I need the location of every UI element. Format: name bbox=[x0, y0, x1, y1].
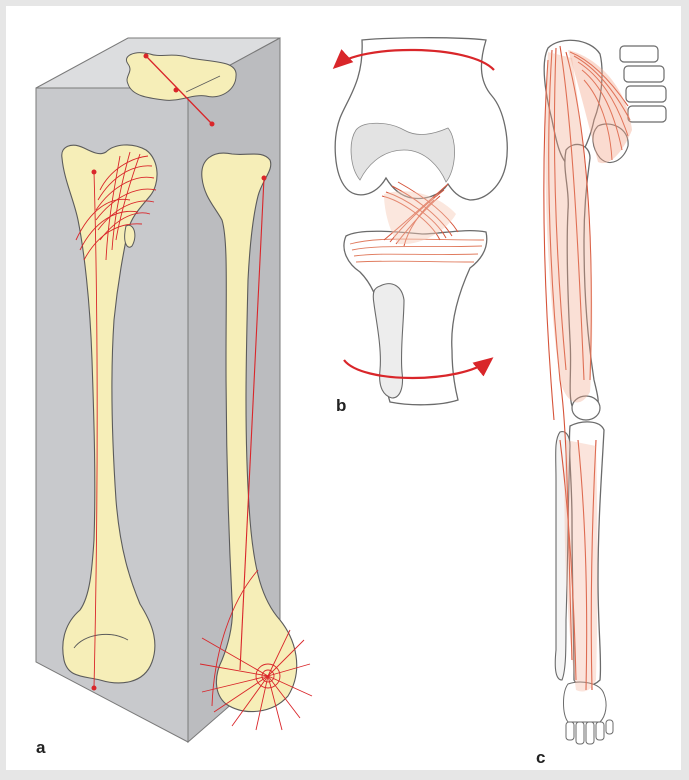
panel-label-b: b bbox=[336, 396, 346, 416]
panel-c-illustration bbox=[544, 40, 666, 744]
panel-label-a: a bbox=[36, 738, 45, 758]
femur-distal-point bbox=[92, 686, 97, 691]
top-point-2 bbox=[174, 88, 179, 93]
panel-a-illustration bbox=[36, 38, 312, 742]
knee-fibula bbox=[373, 284, 404, 398]
femur-head-point bbox=[92, 170, 97, 175]
top-point-3 bbox=[210, 122, 215, 127]
femur-lesser-trochanter bbox=[125, 225, 135, 247]
panel-label-c: c bbox=[536, 748, 545, 768]
shin-muscle-band bbox=[564, 440, 597, 692]
top-point-1 bbox=[144, 54, 149, 59]
leg-foot bbox=[564, 682, 614, 744]
panel-b-illustration bbox=[335, 38, 507, 405]
femur-side-head-point bbox=[262, 176, 267, 181]
